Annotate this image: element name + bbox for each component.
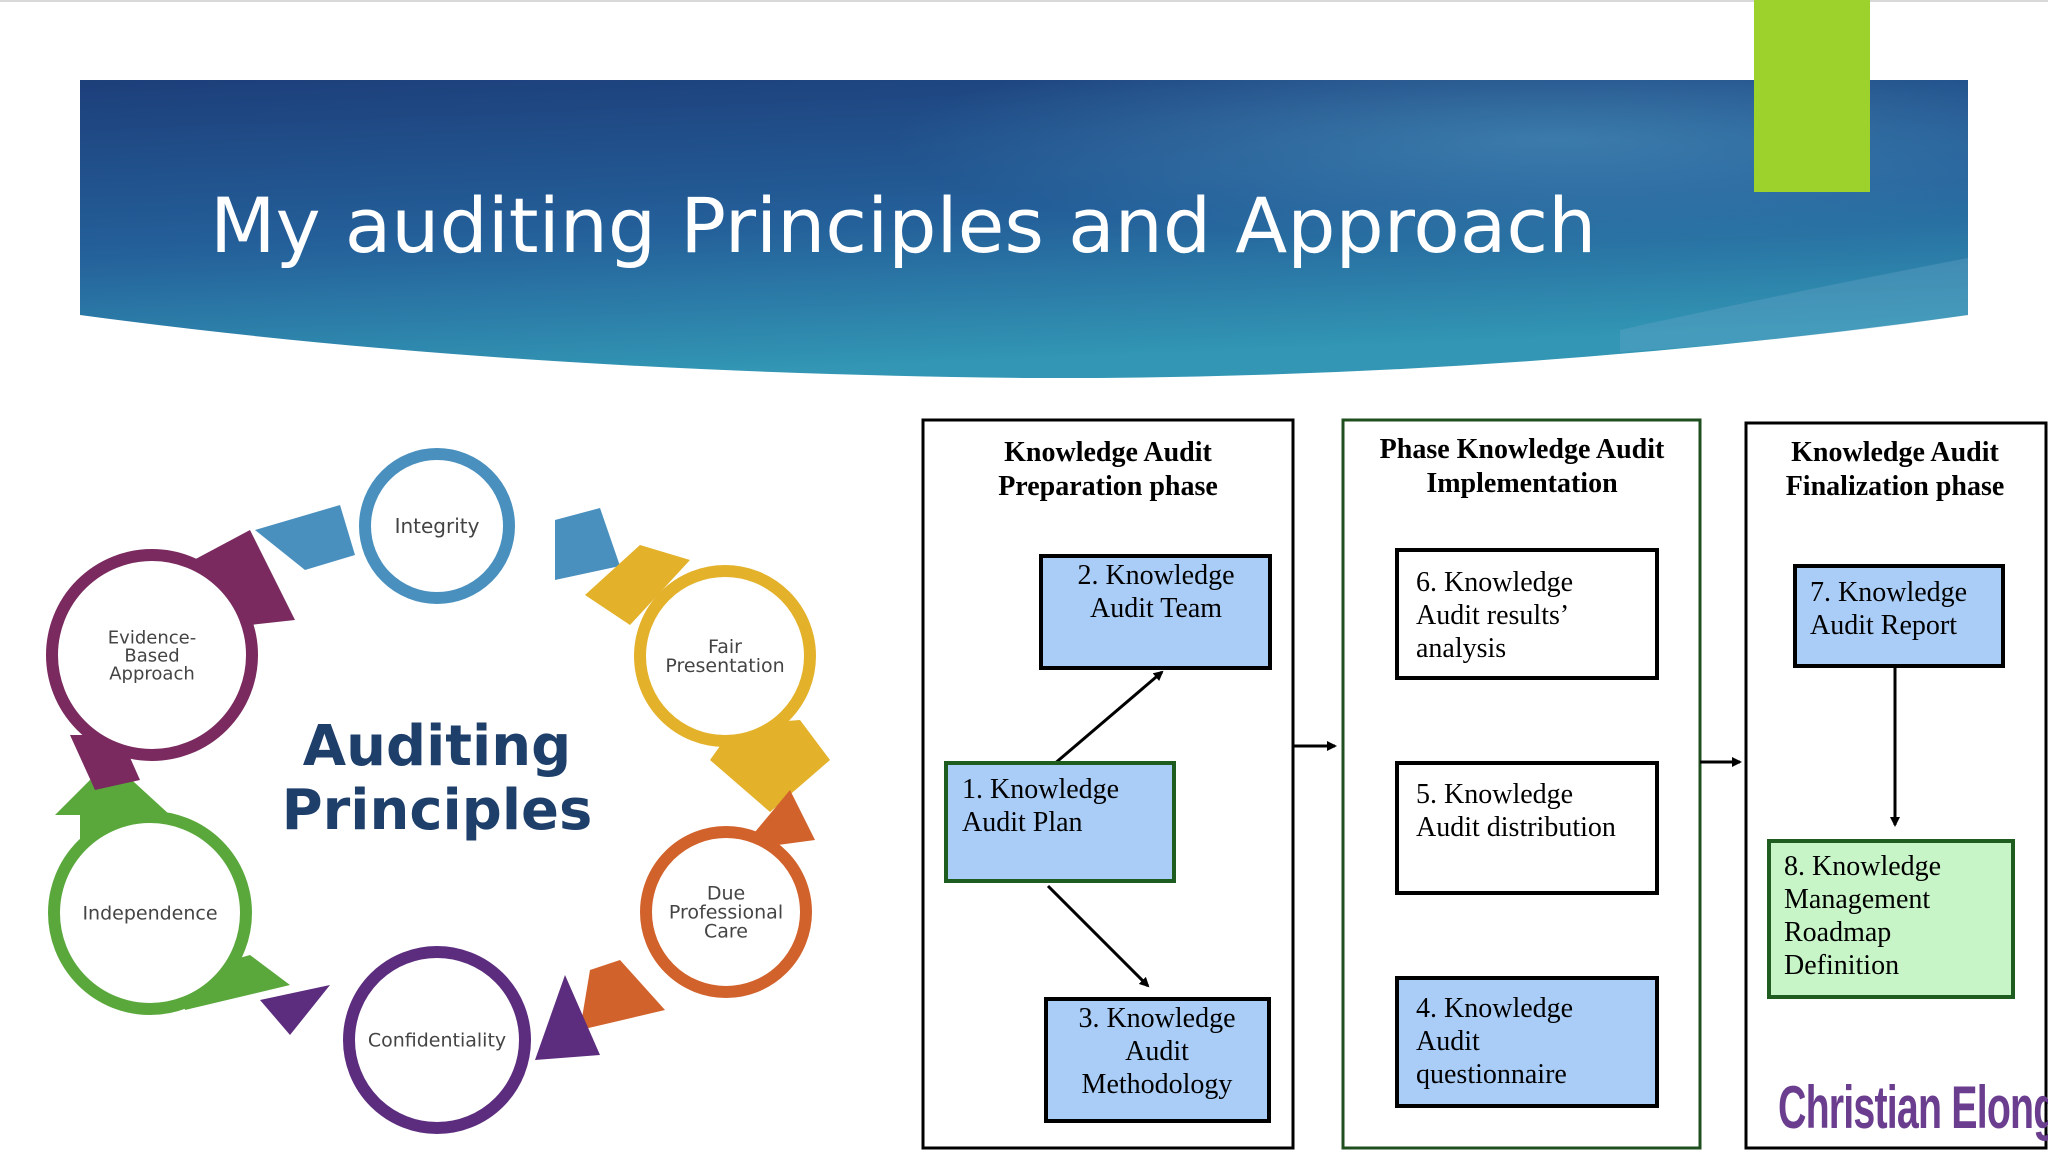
wheel-arrow-conf-left	[260, 985, 330, 1035]
arrow-plan-to-team	[1052, 670, 1164, 767]
wheel-arrow-due-down	[580, 960, 665, 1030]
principle-label-confidentiality: Confidentiality	[368, 1030, 506, 1052]
step-box-8	[1767, 839, 2015, 999]
principle-label-integrity: Integrity	[395, 514, 480, 538]
wheel-arrow-integrity-in	[255, 505, 355, 570]
step-box-1	[944, 761, 1176, 883]
step-box-3	[1044, 997, 1271, 1123]
principle-ring-confidentiality	[343, 946, 531, 1134]
principle-label-independence: Independence	[82, 903, 217, 925]
principle-ring-fair-presentation	[634, 565, 816, 747]
wheel-arrow-fair-presentation	[585, 545, 690, 625]
wheel-arrow-confidentiality	[535, 975, 600, 1060]
principle-ring-evidence-based-approach	[46, 549, 258, 761]
step-box-4	[1395, 976, 1659, 1108]
accent-tab	[1754, 0, 1870, 192]
principle-ring-integrity	[359, 448, 515, 604]
step-box-5	[1395, 761, 1659, 895]
signature: Christian Elongué	[1778, 1074, 2048, 1141]
wheel-arrow-evidence	[175, 530, 295, 625]
wheel-arrow-integrity	[555, 508, 620, 580]
principle-ring-independence	[48, 811, 252, 1015]
title-banner	[80, 80, 1968, 379]
step-box-2	[1039, 554, 1272, 670]
step-box-7	[1793, 564, 2005, 668]
principle-ring-due-professional-care	[640, 826, 812, 998]
wheel-arrow-indep-up	[55, 760, 170, 845]
slide-title: My auditing Principles and Approach	[210, 181, 1596, 270]
step-box-6	[1395, 548, 1659, 680]
arrow-plan-to-methodology	[1046, 884, 1150, 988]
